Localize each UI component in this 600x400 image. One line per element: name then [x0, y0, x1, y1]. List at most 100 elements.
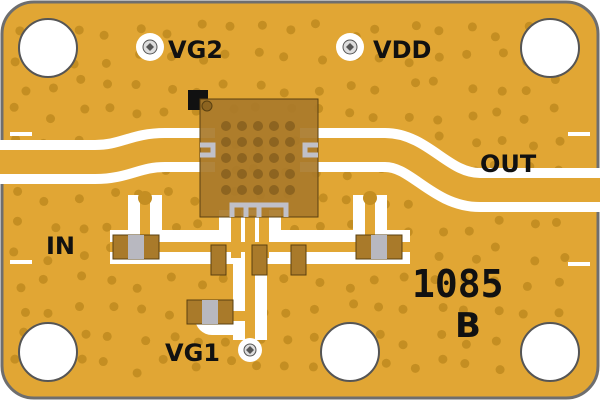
via: [411, 21, 421, 31]
via: [490, 32, 500, 42]
thermal-via: [237, 185, 247, 195]
via: [519, 114, 529, 124]
thermal-via: [269, 137, 279, 147]
via: [461, 339, 471, 349]
via: [468, 111, 478, 121]
vg2-pad: [136, 33, 164, 61]
via: [404, 58, 414, 68]
revision-letter: B: [455, 306, 481, 346]
via: [252, 361, 262, 371]
via: [164, 310, 174, 320]
via: [166, 52, 176, 62]
via: [434, 131, 444, 141]
via: [438, 354, 448, 364]
via: [38, 274, 48, 284]
part-number: 1085: [412, 262, 504, 306]
edge-markers: [10, 132, 590, 266]
via: [12, 216, 22, 226]
via: [345, 108, 355, 118]
via: [191, 362, 201, 372]
thermal-via: [237, 169, 247, 179]
vdd-pad: [336, 33, 364, 61]
via: [315, 277, 325, 287]
via: [10, 354, 20, 364]
label-out: OUT: [480, 150, 537, 178]
via: [530, 256, 540, 266]
via: [498, 48, 508, 58]
via: [286, 25, 296, 35]
via: [101, 58, 111, 68]
via: [318, 193, 328, 203]
via: [375, 329, 385, 339]
via: [349, 299, 359, 309]
via: [197, 19, 207, 29]
via: [158, 354, 168, 364]
bias-capacitor-2: [251, 244, 268, 276]
via: [368, 113, 378, 123]
thermal-via: [221, 169, 231, 179]
via: [462, 49, 472, 59]
via: [439, 227, 449, 237]
via: [283, 335, 293, 345]
via: [315, 221, 325, 231]
via: [171, 223, 181, 233]
via: [279, 52, 289, 62]
via: [434, 52, 444, 62]
rf-output-line: [300, 128, 600, 212]
via: [193, 219, 203, 229]
via: [159, 107, 169, 117]
via: [309, 304, 319, 314]
via: [492, 107, 502, 117]
label-vg1: VG1: [165, 339, 220, 367]
via: [39, 196, 49, 206]
via: [74, 194, 84, 204]
via: [398, 340, 408, 350]
via: [308, 362, 318, 372]
mounting-holes: [18, 18, 580, 382]
thermal-via: [221, 153, 231, 163]
via: [16, 283, 26, 293]
via: [131, 80, 141, 90]
via: [9, 247, 19, 257]
via: [111, 187, 121, 197]
rf-input-line: [0, 128, 215, 184]
thermal-via: [269, 121, 279, 131]
via: [105, 103, 115, 113]
via: [370, 85, 380, 95]
via: [549, 103, 559, 113]
via: [310, 19, 320, 29]
via: [374, 53, 384, 63]
via: [81, 329, 91, 339]
via: [281, 308, 291, 318]
thermal-via: [285, 121, 295, 131]
via: [254, 47, 264, 57]
via: [554, 277, 564, 287]
via: [551, 217, 561, 227]
via: [225, 21, 235, 31]
via: [491, 336, 501, 346]
via: [279, 361, 289, 371]
via: [494, 306, 504, 316]
via: [166, 272, 176, 282]
via: [79, 224, 89, 234]
via: [102, 331, 112, 341]
via: [218, 273, 228, 283]
via: [218, 79, 228, 89]
via: [13, 186, 23, 196]
via: [76, 74, 86, 84]
via: [529, 141, 539, 151]
via: [428, 76, 438, 86]
via: [404, 112, 414, 122]
via: [345, 283, 355, 293]
bias-capacitor-1: [210, 244, 227, 276]
via: [107, 275, 117, 285]
thermal-via: [253, 185, 263, 195]
via: [314, 86, 324, 96]
via: [21, 86, 31, 96]
via: [497, 86, 507, 96]
via: [560, 253, 570, 263]
via: [434, 251, 444, 261]
thermal-via: [269, 153, 279, 163]
components: [112, 234, 403, 325]
via: [132, 368, 142, 378]
